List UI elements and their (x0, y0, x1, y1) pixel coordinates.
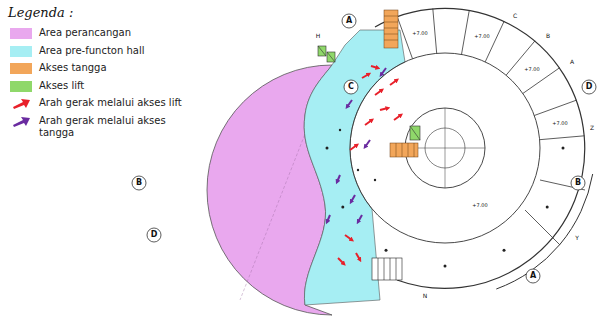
section-marker-letter: A (530, 272, 536, 280)
legend-text: Arah gerak melalui akses tangga (39, 115, 189, 140)
legend-arrow (10, 98, 32, 109)
columns (326, 44, 565, 267)
elevation-label: +7.00 (411, 31, 428, 36)
legend-item: Akses tangga (10, 62, 200, 75)
section-marker-letter: B (136, 179, 142, 187)
legend-text: Area perancangan (39, 27, 189, 40)
grid-letter: B (545, 33, 551, 39)
elevation-label: +7.00 (473, 34, 490, 39)
section-marker-letter: D (151, 231, 158, 239)
legend-item: Area perancangan (10, 27, 200, 40)
stair-core (372, 258, 402, 280)
legend-arrow (10, 116, 32, 127)
legend-text: Arah gerak melalui akses lift (39, 97, 189, 110)
elevation-label: +7.00 (523, 67, 540, 72)
section-marker-letter: D (586, 83, 593, 91)
section-marker-letter: C (348, 83, 354, 91)
legend-text: Area pre-functon hall (39, 45, 189, 58)
legend-swatch (10, 63, 32, 74)
legend-swatch (10, 46, 32, 57)
legend-swatch (10, 81, 32, 92)
lift-flow-arrows (338, 66, 401, 264)
prefunction-area (304, 30, 405, 305)
outer-wall (375, 8, 585, 288)
legend-text: Akses lift (39, 80, 189, 93)
lift-symbol (318, 46, 420, 140)
section-marker-letter: B (575, 179, 581, 187)
grid-letter: N (422, 293, 429, 299)
outer-extension (496, 174, 592, 289)
legend-item: Akses lift (10, 80, 200, 93)
inner-ring (350, 53, 540, 243)
grid-letter: H (315, 33, 322, 39)
section-marker (132, 14, 596, 283)
legend-text: Akses tangga (39, 62, 189, 75)
stair-flow-arrows (327, 68, 386, 222)
legend-swatch (10, 28, 32, 39)
legend-item: Area pre-functon hall (10, 45, 200, 58)
room-walls (397, 9, 585, 246)
legend-item: Arah gerak melalui akses lift (10, 97, 200, 110)
grid-letter: A (569, 59, 575, 65)
legend: Area perancanganArea pre-functon hallAks… (10, 27, 200, 145)
elevation-label: +7.00 (551, 121, 568, 126)
legend-heading: Legenda : (8, 6, 73, 19)
grid-letter: Z (589, 125, 595, 131)
grid-letter: Y (574, 235, 580, 241)
legend-item: Arah gerak melalui akses tangga (10, 115, 200, 140)
grid-letter: C (512, 13, 518, 19)
section-marker-letter: A (346, 17, 352, 25)
elevation-label: +7.00 (471, 203, 488, 208)
